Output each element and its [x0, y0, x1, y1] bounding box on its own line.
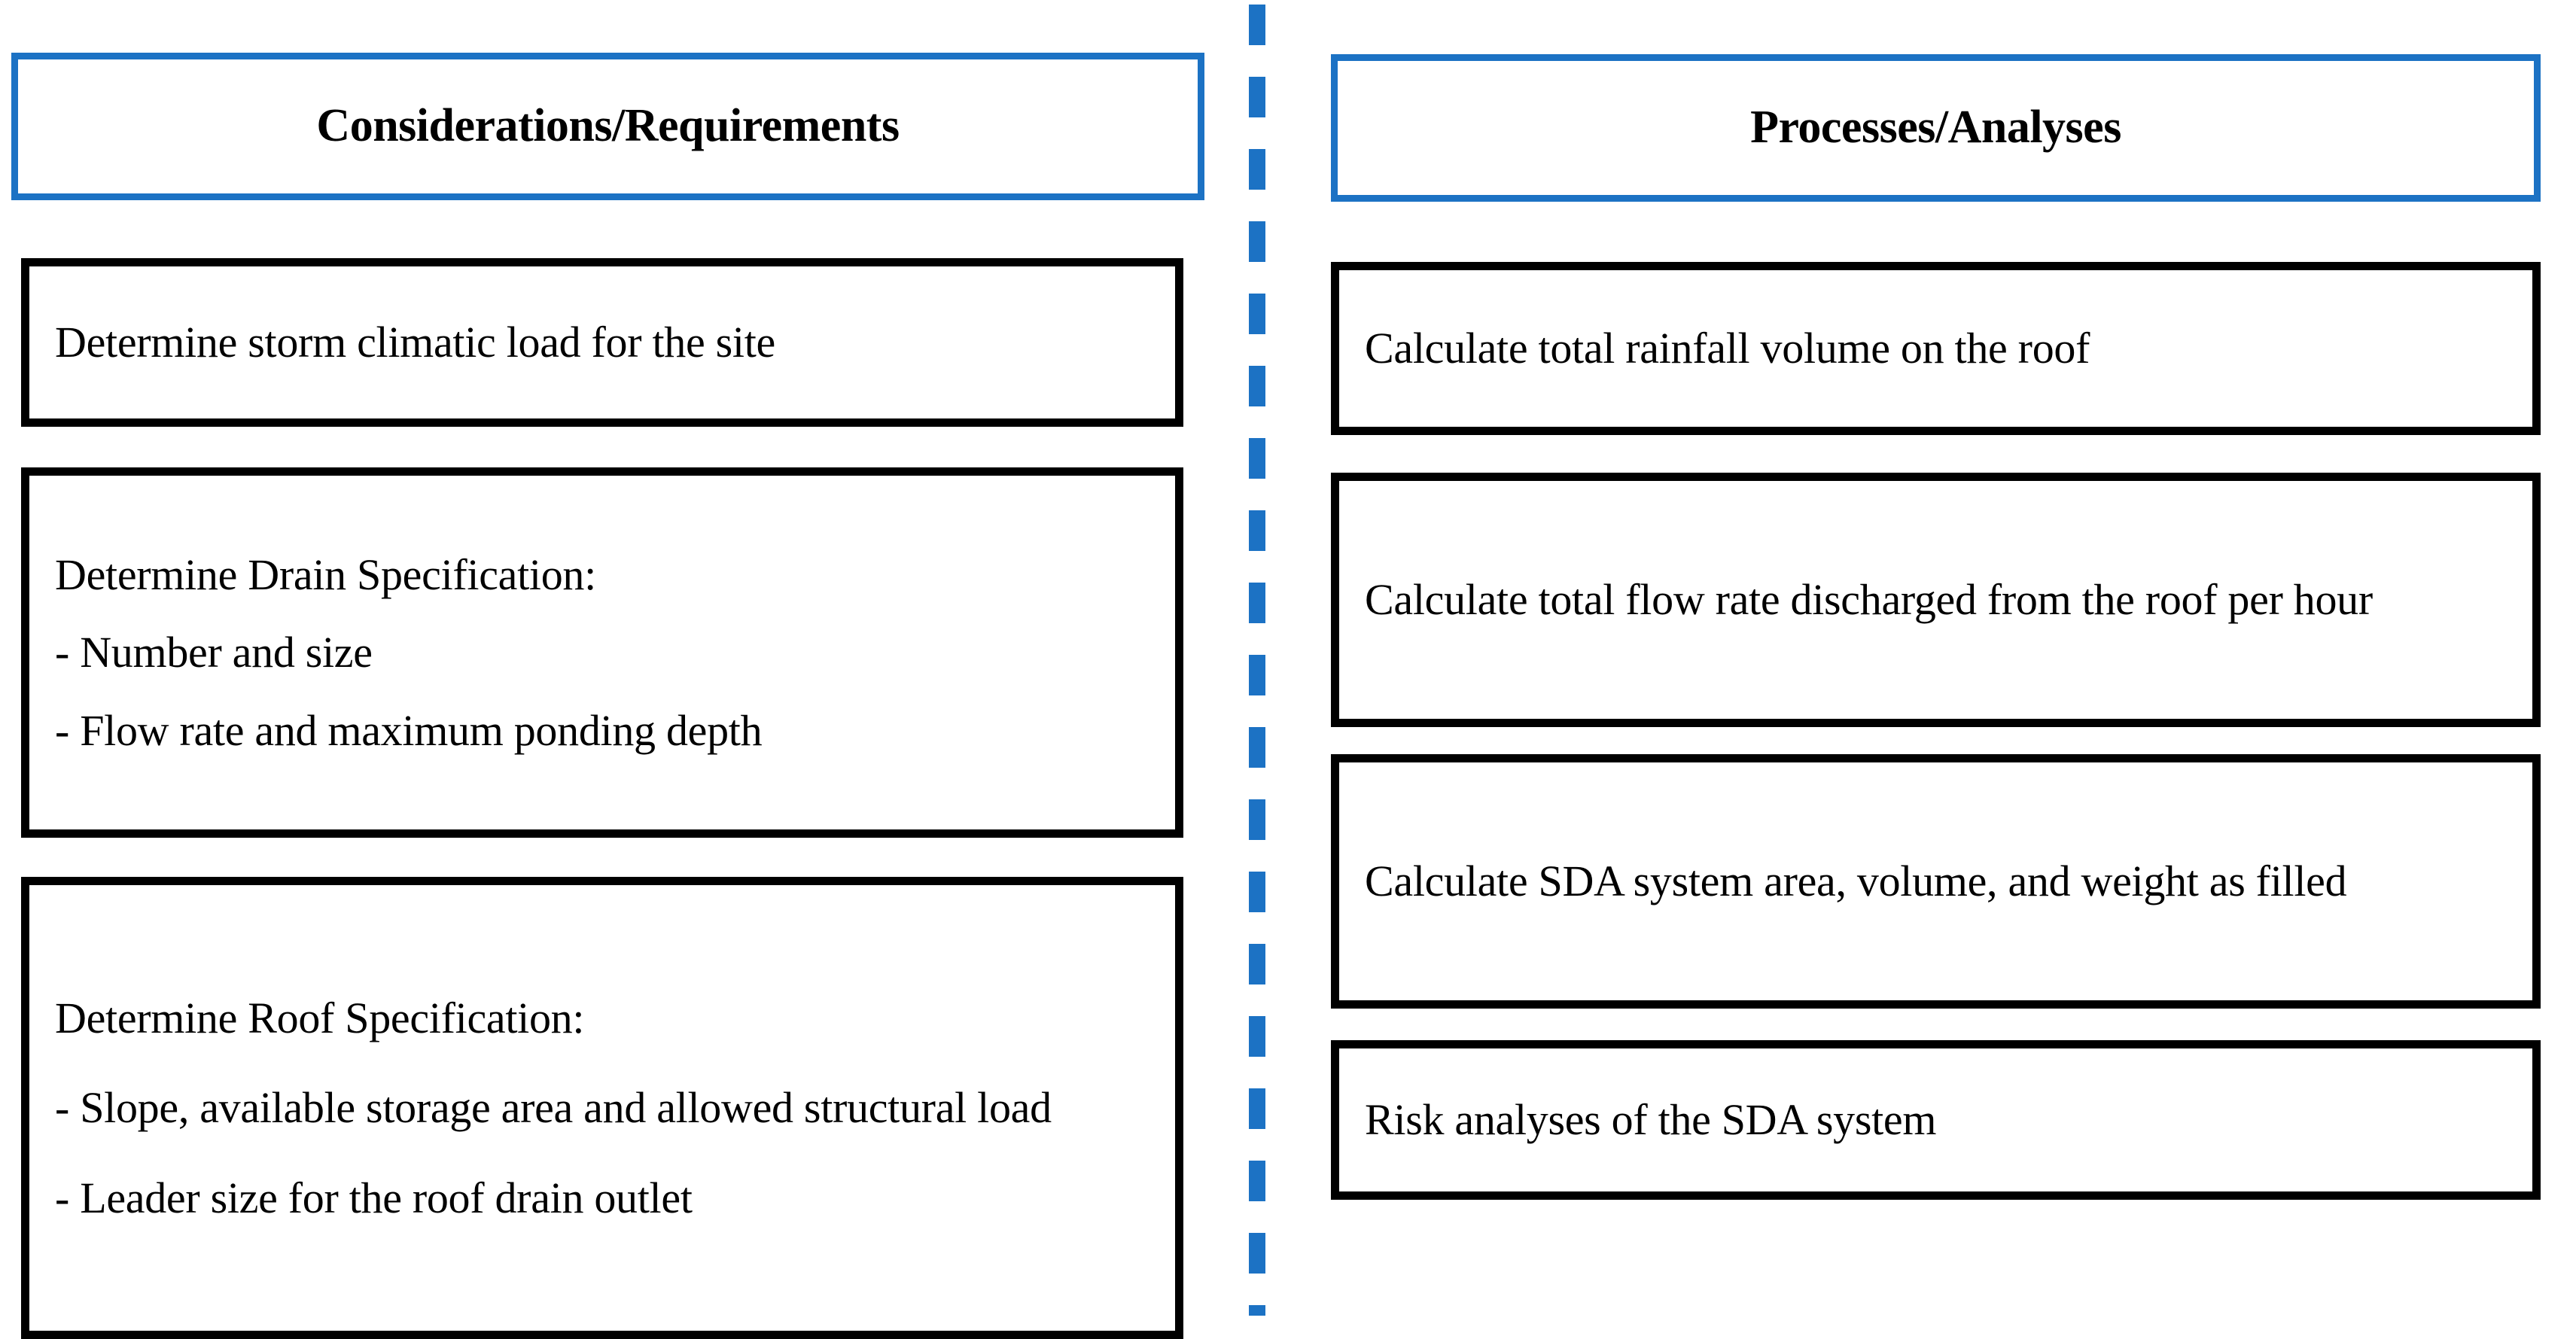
column-header-considerations-label: Considerations/Requirements	[316, 100, 900, 152]
column-header-processes: Processes/Analyses	[1331, 54, 2541, 202]
node-line: - Slope, available storage area and allo…	[55, 1083, 1052, 1133]
node-line: Determine Roof Specification:	[55, 993, 585, 1042]
node-line: Calculate total flow rate discharged fro…	[1365, 575, 2373, 625]
column-header-considerations: Considerations/Requirements	[11, 53, 1204, 200]
node-calculate-sda-area-volume-weight: Calculate SDA system area, volume, and w…	[1331, 754, 2541, 1009]
node-determine-roof-specification: Determine Roof Specification: - Slope, a…	[21, 877, 1183, 1339]
node-line: Calculate total rainfall volume on the r…	[1365, 324, 2090, 373]
node-risk-analyses-sda-system: Risk analyses of the SDA system	[1331, 1040, 2541, 1200]
column-header-processes-label: Processes/Analyses	[1750, 102, 2121, 154]
node-line: - Leader size for the roof drain outlet	[55, 1173, 693, 1222]
node-calculate-total-rainfall-volume: Calculate total rainfall volume on the r…	[1331, 262, 2541, 435]
node-calculate-total-flow-rate: Calculate total flow rate discharged fro…	[1331, 473, 2541, 727]
node-line: Risk analyses of the SDA system	[1365, 1095, 1937, 1145]
node-line: Determine Drain Specification:	[55, 549, 596, 599]
node-determine-drain-specification: Determine Drain Specification: - Number …	[21, 467, 1183, 838]
node-determine-storm-climatic-load: Determine storm climatic load for the si…	[21, 258, 1183, 427]
node-line: - Flow rate and maximum ponding depth	[55, 705, 763, 755]
node-line: - Number and size	[55, 628, 373, 677]
node-line: Calculate SDA system area, volume, and w…	[1365, 857, 2347, 906]
vertical-dashed-divider	[1249, 5, 1265, 1316]
node-line: Determine storm climatic load for the si…	[55, 318, 775, 367]
